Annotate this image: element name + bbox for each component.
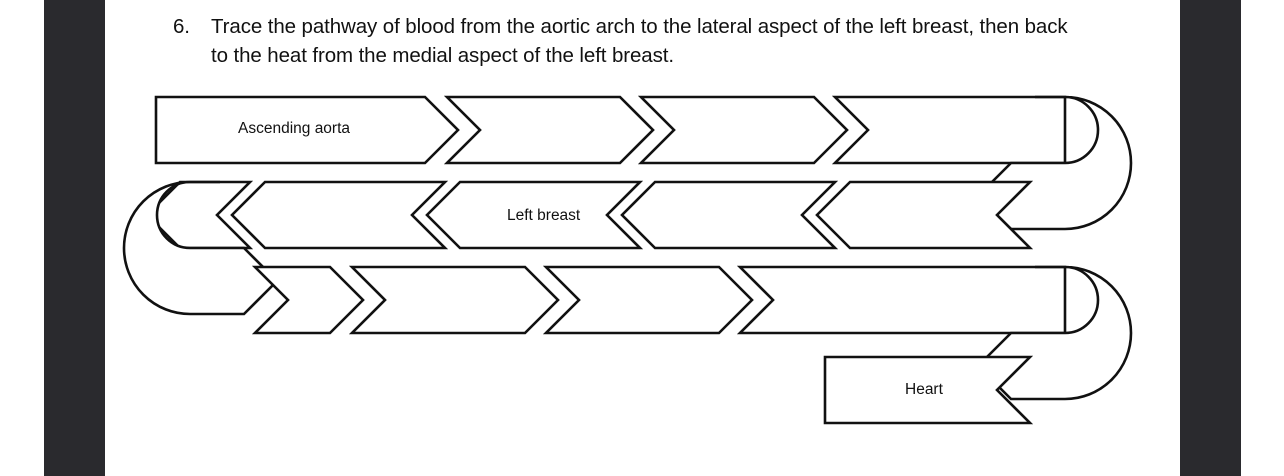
row3-step1-chevron[interactable] [251,265,365,335]
diagram-svg [122,95,1133,425]
question-number: 6. [173,15,190,38]
row1-step2-chevron[interactable] [443,95,655,165]
document-page: 6. Trace the pathway of blood from the a… [105,0,1180,476]
page-gutter-left [44,0,105,476]
diagram-shapes [122,95,1133,425]
row3-step4-chevron[interactable] [736,265,1067,335]
row2-step5-chevron[interactable] [815,180,1034,250]
row1-step1-ascending-aorta[interactable] [154,95,460,165]
shape-label-heart: Heart [905,381,943,398]
row1-step3-chevron[interactable] [637,95,849,165]
row3-step3-chevron[interactable] [542,265,754,335]
row4-step1-heart[interactable] [823,355,1034,425]
row1-step4-chevron[interactable] [831,95,1067,165]
row2-step4-chevron[interactable] [620,180,839,250]
question-text: Trace the pathway of blood from the aort… [211,15,1068,67]
row2-step2-left-breast[interactable] [230,180,449,250]
row3-step2-chevron[interactable] [348,265,560,335]
blood-pathway-diagram [105,0,1180,476]
shape-label-left-breast: Left breast [507,207,581,224]
shape-label-ascending-aorta: Ascending aorta [238,120,351,137]
connector-u-turn-left [122,180,279,316]
page-gutter-right [1180,0,1241,476]
question-block: 6. Trace the pathway of blood from the a… [173,12,1073,70]
row2-step3-chevron[interactable] [425,180,644,250]
